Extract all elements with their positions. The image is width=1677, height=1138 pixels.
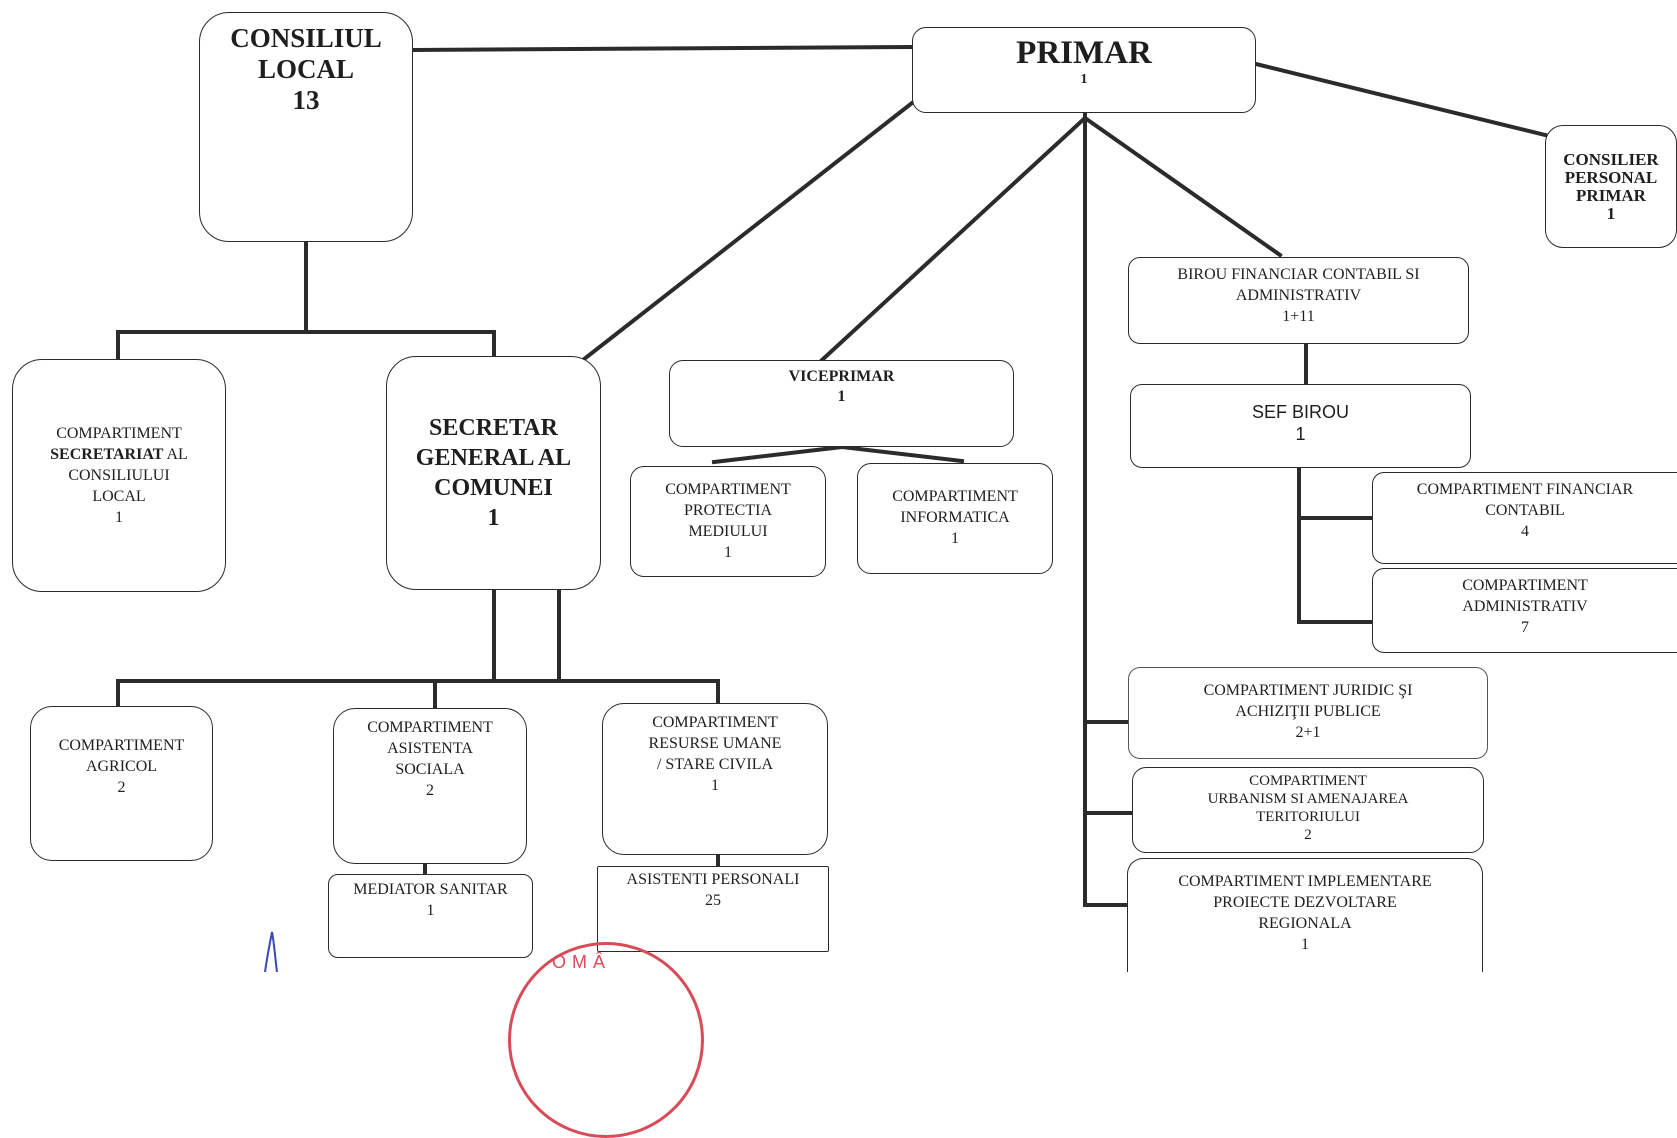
mediator-sanitar-title: MEDIATOR SANITAR	[353, 881, 508, 898]
comp-financiar-contabil-line2: CONTABIL	[1485, 502, 1565, 519]
comp-urbanism-box: COMPARTIMENT URBANISM SI AMENAJAREA TERI…	[1132, 767, 1484, 853]
consiliul-local-count: 13	[292, 85, 320, 115]
mediator-sanitar-count: 1	[426, 902, 435, 919]
sef-birou-title: SEF BIROU	[1251, 402, 1349, 422]
comp-urbanism-line1: COMPARTIMENT	[1249, 773, 1367, 789]
consiliul-local-line2: LOCAL	[257, 54, 355, 84]
comp-asistenta-sociala-count: 2	[426, 782, 434, 799]
comp-asistenta-sociala-line1: COMPARTIMENT	[367, 719, 493, 736]
consilier-personal-line1: CONSILIER	[1563, 149, 1659, 169]
comp-resurse-umane-line3: / STARE CIVILA	[656, 756, 774, 773]
consiliul-local-line1: CONSILIUL	[230, 23, 382, 53]
comp-protectia-mediului-line1: COMPARTIMENT	[665, 481, 791, 498]
comp-resurse-umane-count: 1	[711, 777, 719, 794]
sef-birou-box: SEF BIROU 1	[1130, 384, 1471, 468]
comp-financiar-contabil-line1: COMPARTIMENT FINANCIAR	[1416, 481, 1634, 498]
comp-juridic-line2: ACHIZIŢII PUBLICE	[1235, 703, 1381, 720]
asistenti-personali-title: ASISTENTI PERSONALI	[626, 871, 800, 888]
comp-secretariat-line2-rest: AL	[163, 446, 188, 463]
comp-secretariat-line2: SECRETARIAT AL	[50, 444, 188, 465]
comp-urbanism-count: 2	[1304, 827, 1312, 843]
comp-protectia-mediului-line2: PROTECTIA	[684, 502, 772, 519]
comp-informatica-line2: INFORMATICA	[900, 509, 1010, 526]
comp-implementare-line1: COMPARTIMENT IMPLEMENTARE	[1178, 873, 1432, 890]
viceprimar-title: VICEPRIMAR	[788, 368, 895, 385]
comp-financiar-contabil-count: 4	[1521, 523, 1529, 540]
sef-birou-count: 1	[1295, 424, 1306, 444]
consilier-personal-line2: PERSONAL	[1564, 167, 1658, 187]
birou-financiar-box: BIROU FINANCIAR CONTABIL SI ADMINISTRATI…	[1128, 257, 1469, 344]
secretar-general-box: SECRETAR GENERAL AL COMUNEI 1	[386, 356, 601, 590]
secretar-general-line3: COMUNEI	[434, 475, 553, 501]
asistenti-personali-box: ASISTENTI PERSONALI 25	[597, 866, 829, 952]
comp-implementare-box: COMPARTIMENT IMPLEMENTARE PROIECTE DEZVO…	[1127, 858, 1483, 972]
comp-resurse-umane-box: COMPARTIMENT RESURSE UMANE / STARE CIVIL…	[602, 703, 828, 855]
comp-secretariat-count: 1	[115, 509, 123, 526]
viceprimar-box: VICEPRIMAR 1	[669, 360, 1014, 447]
consilier-personal-line3: PRIMAR	[1576, 185, 1646, 205]
birou-financiar-line1: BIROU FINANCIAR CONTABIL SI	[1177, 266, 1420, 283]
signature-mark	[264, 931, 278, 972]
stamp-text: OMÂ	[552, 952, 612, 972]
comp-juridic-line1: COMPARTIMENT JURIDIC ŞI	[1203, 682, 1413, 699]
comp-urbanism-line3: TERITORIULUI	[1256, 809, 1360, 825]
comp-implementare-line3: REGIONALA	[1258, 915, 1352, 932]
comp-informatica-line1: COMPARTIMENT	[892, 488, 1018, 505]
secretar-general-count: 1	[487, 505, 500, 531]
comp-administrativ-count: 7	[1521, 619, 1529, 636]
comp-informatica-count: 1	[951, 530, 959, 547]
comp-juridic-box: COMPARTIMENT JURIDIC ŞI ACHIZIŢII PUBLIC…	[1128, 667, 1488, 759]
comp-secretariat-box: COMPARTIMENT SECRETARIAT AL CONSILIULUI …	[12, 359, 226, 592]
comp-implementare-line2: PROIECTE DEZVOLTARE	[1213, 894, 1397, 911]
asistenti-personali-count: 25	[705, 892, 721, 909]
comp-agricol-count: 2	[117, 779, 126, 796]
consilier-personal-box: CONSILIER PERSONAL PRIMAR 1	[1545, 125, 1677, 248]
consilier-personal-count: 1	[1606, 203, 1616, 223]
comp-implementare-count: 1	[1301, 936, 1309, 953]
comp-asistenta-sociala-line3: SOCIALA	[395, 761, 465, 778]
mediator-sanitar-box: MEDIATOR SANITAR 1	[328, 874, 533, 958]
connector-lines	[116, 44, 1548, 907]
comp-secretariat-line2-bold: SECRETARIAT	[50, 446, 164, 463]
comp-administrativ-line1: COMPARTIMENT	[1462, 577, 1588, 594]
comp-secretariat-line4: LOCAL	[92, 488, 146, 505]
comp-asistenta-sociala-box: COMPARTIMENT ASISTENTA SOCIALA 2	[333, 708, 527, 864]
comp-administrativ-box: COMPARTIMENT ADMINISTRATIV 7	[1372, 568, 1677, 653]
comp-juridic-count: 2+1	[1295, 724, 1321, 741]
comp-urbanism-line2: URBANISM SI AMENAJAREA	[1207, 791, 1409, 807]
primar-count: 1	[1080, 72, 1088, 87]
comp-resurse-umane-line1: COMPARTIMENT	[652, 714, 778, 731]
consiliul-local-box: CONSILIUL LOCAL 13	[199, 12, 413, 242]
birou-financiar-line2: ADMINISTRATIV	[1235, 287, 1362, 304]
secretar-general-line2: GENERAL AL	[415, 445, 572, 471]
comp-agricol-box: COMPARTIMENT AGRICOL 2	[30, 706, 213, 861]
primar-box: PRIMAR 1	[912, 27, 1256, 113]
comp-resurse-umane-line2: RESURSE UMANE	[648, 735, 782, 752]
primar-title: PRIMAR	[1016, 35, 1152, 71]
comp-administrativ-line2: ADMINISTRATIV	[1462, 598, 1588, 615]
comp-asistenta-sociala-line2: ASISTENTA	[387, 740, 473, 757]
birou-financiar-count: 1+11	[1282, 308, 1315, 325]
comp-protectia-mediului-count: 1	[724, 544, 732, 561]
comp-secretariat-line1: COMPARTIMENT	[56, 425, 182, 442]
comp-secretariat-line3: CONSILIULUI	[68, 467, 170, 484]
comp-agricol-line1: COMPARTIMENT	[58, 737, 185, 754]
comp-protectia-mediului-box: COMPARTIMENT PROTECTIA MEDIULUI 1	[630, 466, 826, 577]
secretar-general-line1: SECRETAR	[429, 415, 558, 441]
comp-financiar-contabil-box: COMPARTIMENT FINANCIAR CONTABIL 4	[1372, 472, 1677, 564]
comp-agricol-line2: AGRICOL	[85, 758, 158, 775]
comp-protectia-mediului-line3: MEDIULUI	[688, 523, 768, 540]
comp-informatica-box: COMPARTIMENT INFORMATICA 1	[857, 463, 1053, 574]
viceprimar-count: 1	[837, 388, 846, 405]
